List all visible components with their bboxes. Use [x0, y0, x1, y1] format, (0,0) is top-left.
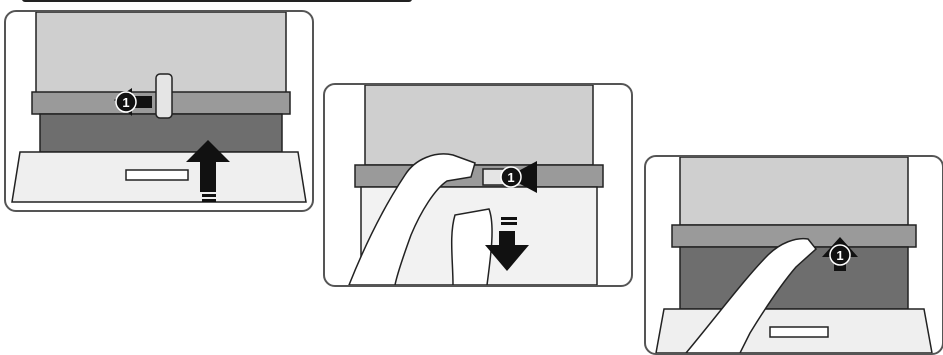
step-badge-number: 1	[836, 248, 843, 263]
arrow-tail-line-2	[501, 222, 517, 225]
cabinet-top	[680, 157, 908, 225]
panel-1-illustration: 1	[6, 12, 312, 210]
drawer-cavity	[40, 114, 282, 152]
panel-2-illustration: 1	[325, 85, 631, 285]
panel-step-2: 1	[323, 83, 633, 287]
arrow-tail-line-1	[501, 217, 517, 220]
frame-rail	[355, 165, 603, 187]
panel-step-1: 1	[4, 10, 314, 212]
drawer-handle	[126, 170, 188, 180]
step-badge-number: 1	[507, 170, 514, 185]
cabinet-top	[365, 85, 593, 165]
panel-3-illustration: 1	[646, 157, 942, 353]
panel-step-3: 1	[644, 155, 943, 355]
step-badge-number: 1	[122, 95, 129, 110]
arrow-tail-line-1	[202, 194, 216, 197]
arrow-tail-line-2	[202, 199, 216, 202]
release-lever	[156, 74, 172, 118]
cropped-heading	[22, 0, 442, 6]
drawer-handle	[770, 327, 828, 337]
cropped-heading-strip	[22, 0, 412, 2]
